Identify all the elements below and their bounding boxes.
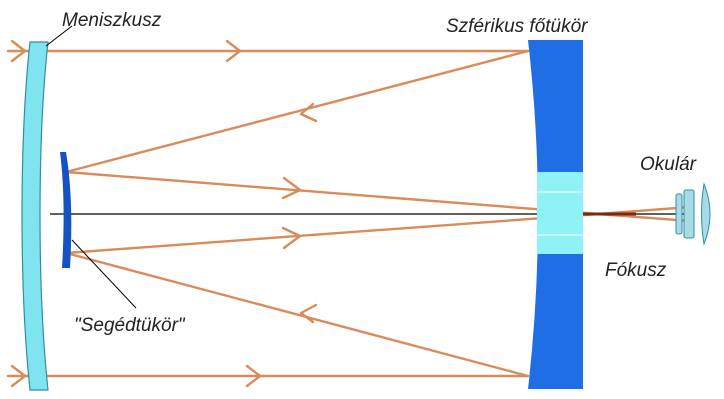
leader-line-meniscus: [45, 25, 73, 47]
arrowhead-converging-upper: [281, 176, 302, 200]
converging-ray-lower: [64, 212, 600, 255]
arrowhead-reflected-top: [299, 102, 318, 123]
eyepiece-lens-1: [675, 193, 683, 235]
label-focus: Fókusz: [605, 260, 667, 281]
secondary-mirror: [60, 152, 72, 268]
label-secondary-mirror: "Segédtükör": [74, 315, 185, 336]
eyepiece: [675, 182, 711, 246]
eyepiece-lens-3: [701, 182, 711, 246]
label-primary-mirror: Szférikus főtükör: [446, 16, 588, 37]
arrowhead-incoming-top-2: [225, 39, 242, 63]
arrowhead-incoming-top-1: [10, 39, 27, 63]
leader-line-secondary: [71, 239, 137, 309]
reflected-ray-top: [64, 49, 530, 174]
primary-mirror-aperture: [537, 172, 583, 254]
label-meniscus: Meniszkusz: [62, 10, 162, 31]
arrowhead-converging-lower: [281, 226, 302, 250]
eyepiece-lens-2: [683, 189, 695, 239]
arrowhead-incoming-bottom-2: [245, 364, 262, 388]
arrowhead-reflected-bottom: [299, 303, 318, 324]
converging-ray-upper: [64, 170, 600, 216]
meniscus-lens: [21, 41, 49, 391]
reflected-ray-bottom: [64, 251, 530, 378]
arrowhead-incoming-bottom-1: [10, 364, 27, 388]
light-rays: [6, 39, 692, 388]
label-eyepiece: Okulár: [640, 154, 696, 175]
